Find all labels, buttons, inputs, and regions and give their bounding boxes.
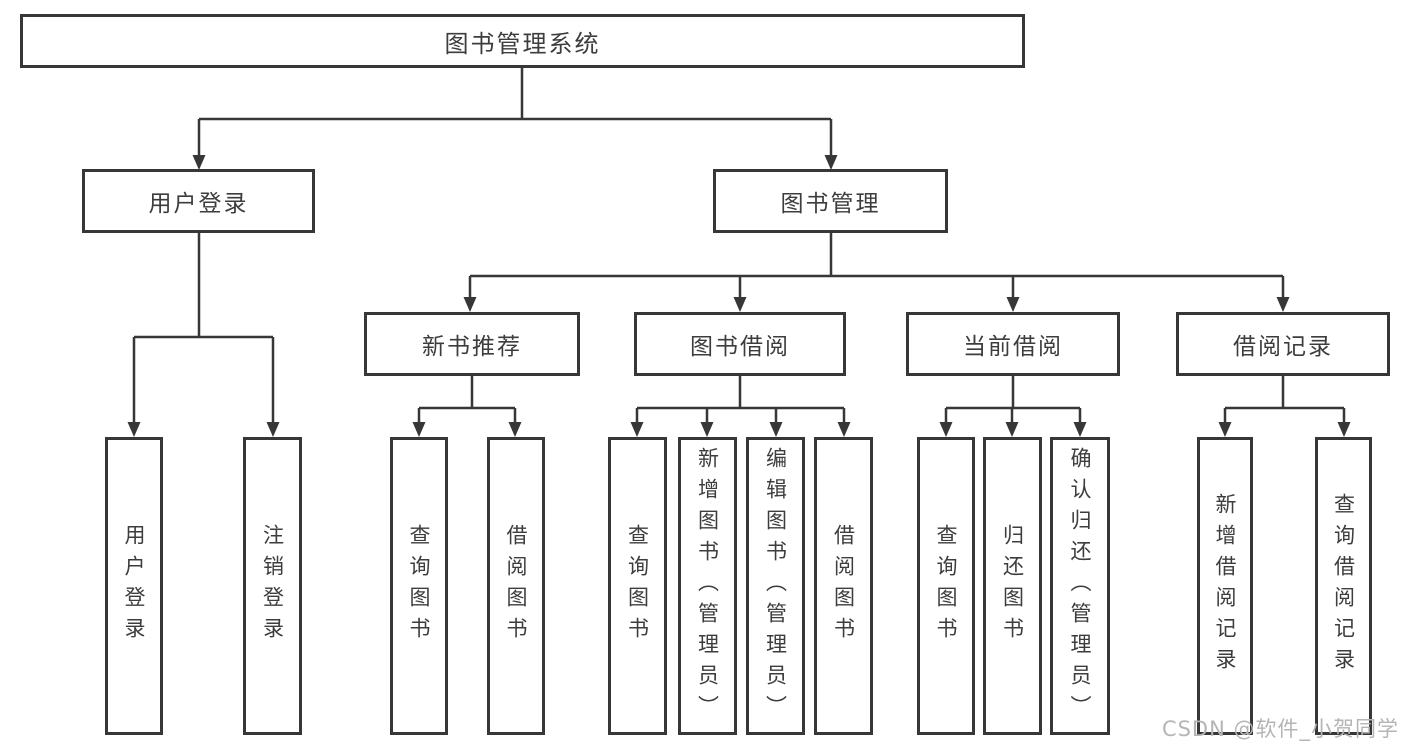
connector-lines — [132, 68, 1346, 424]
leaf-query-books-current: 查询图书 — [917, 437, 975, 735]
node-book-management: 图书管理 — [713, 169, 948, 233]
leaf-edit-book-admin: 编辑图书（管理员） — [746, 437, 805, 735]
leaf-borrow-books-borrow: 借阅图书 — [814, 437, 873, 735]
leaf-query-books-borrow: 查询图书 — [608, 437, 667, 735]
arrowhead-icons — [127, 155, 1351, 437]
node-user-login: 用户登录 — [82, 169, 315, 233]
leaf-user-login: 用户登录 — [105, 437, 163, 735]
leaf-add-book-admin: 新增图书（管理员） — [678, 437, 737, 735]
leaf-logout: 注销登录 — [243, 437, 302, 735]
leaf-borrow-books-recommend: 借阅图书 — [487, 437, 545, 735]
node-borrowing-records: 借阅记录 — [1176, 312, 1390, 376]
leaf-add-borrow-record: 新增借阅记录 — [1197, 437, 1253, 735]
leaf-query-borrow-record: 查询借阅记录 — [1315, 437, 1372, 735]
leaf-confirm-return-admin: 确认归还（管理员） — [1050, 437, 1110, 735]
node-book-borrowing: 图书借阅 — [634, 312, 846, 376]
node-new-book-recommendation: 新书推荐 — [364, 312, 580, 376]
csdn-watermark: CSDN @软件_小贺同学 — [1161, 717, 1399, 741]
node-library-management-system: 图书管理系统 — [20, 14, 1025, 68]
leaf-query-books-recommend: 查询图书 — [390, 437, 448, 735]
leaf-return-books: 归还图书 — [983, 437, 1042, 735]
node-current-borrowing: 当前借阅 — [906, 312, 1120, 376]
